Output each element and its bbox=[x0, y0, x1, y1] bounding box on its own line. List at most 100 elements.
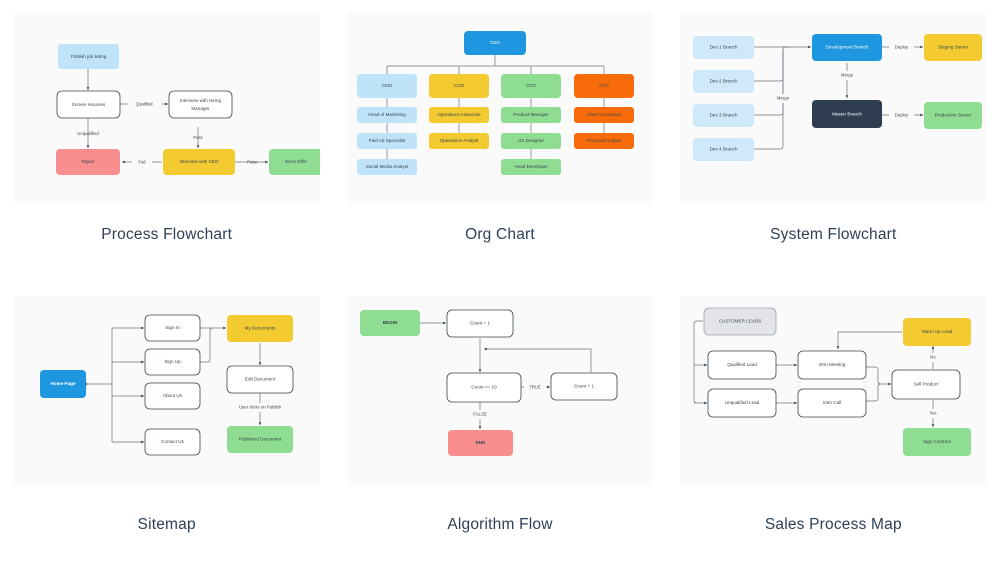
node-interview-with-ceo[interactable]: Interview with CEO bbox=[162, 149, 235, 175]
node-reject[interactable]: Reject bbox=[55, 149, 120, 175]
org-chart-canvas[interactable]: CEO CMO COO CTO CFO bbox=[346, 12, 653, 202]
node-label: Count + 1 bbox=[574, 384, 594, 389]
node-sign-contract[interactable]: Sign Contract bbox=[903, 428, 972, 456]
node-product-manager[interactable]: Product Manager bbox=[500, 107, 561, 123]
node-ceo[interactable]: CEO bbox=[463, 31, 526, 55]
node-cmo[interactable]: CMO bbox=[356, 74, 417, 98]
node-label: END bbox=[476, 440, 486, 445]
node-sell-product[interactable]: Sell Product bbox=[891, 369, 961, 400]
system-flowchart-canvas[interactable]: Dev 1 Branch Dev 2 Branch Dev 3 Branch D… bbox=[680, 12, 987, 202]
node-label: CMO bbox=[382, 83, 393, 88]
node-financial-analyst[interactable]: Financial Analyst bbox=[573, 133, 634, 149]
node-head-of-marketing[interactable]: Head of Marketing bbox=[356, 107, 417, 123]
node-label: Intro Call bbox=[823, 400, 841, 405]
node-label: Head of Marketing bbox=[368, 112, 406, 117]
node-sign-in[interactable]: Sign In bbox=[144, 314, 201, 342]
node-end[interactable]: END bbox=[447, 430, 513, 456]
node-paid-ad-specialist[interactable]: Paid Ad Specialist bbox=[356, 133, 417, 149]
edge-label-merge-dev-master: Merge bbox=[841, 73, 854, 78]
sitemap-canvas[interactable]: Home Page Sign In Sign Up About Us Conta… bbox=[13, 296, 320, 486]
edge-label-deploy-staging: Deploy bbox=[895, 45, 909, 50]
node-dev-4-branch[interactable]: Dev 4 Branch bbox=[693, 138, 755, 161]
node-my-documents[interactable]: My Documents bbox=[226, 315, 293, 342]
node-label: Screen resumes bbox=[71, 102, 105, 107]
node-production-server[interactable]: Production Server bbox=[924, 102, 983, 129]
node-customer-leads[interactable]: CUSTOMER LEADS bbox=[703, 307, 777, 336]
node-count-init[interactable]: Count = 1 bbox=[446, 309, 514, 338]
node-label: Home Page bbox=[50, 381, 75, 386]
node-label: About Us bbox=[163, 393, 183, 398]
diagram-cell-process-flowchart: Publish job listing Screen resumes Inter… bbox=[0, 0, 333, 290]
node-unqualified-lead[interactable]: Unqualified Lead bbox=[707, 388, 777, 418]
node-intro-call[interactable]: Intro Call bbox=[797, 388, 867, 418]
node-label: Production Server bbox=[935, 113, 972, 118]
edge-label-user-clicks-publish: User clicks on Publish bbox=[239, 405, 282, 410]
node-label: Unqualified Lead bbox=[725, 400, 760, 405]
caption-process-flowchart: Process Flowchart bbox=[101, 226, 233, 243]
edge-label-qualified: Qualified bbox=[135, 102, 153, 107]
sales-process-map-canvas[interactable]: CUSTOMER LEADS Qualified Lead Unqualifie… bbox=[680, 296, 987, 486]
node-chief-accountant[interactable]: Chief Accountant bbox=[573, 107, 634, 123]
node-published-document[interactable]: Published Document bbox=[226, 426, 293, 453]
node-label: Dev 4 Branch bbox=[710, 147, 738, 152]
edge-dev4-bus bbox=[753, 50, 784, 150]
edge-label-true: TRUE bbox=[529, 385, 541, 390]
node-master-branch[interactable]: Master Branch bbox=[812, 100, 883, 128]
diagram-cell-sitemap: Home Page Sign In Sign Up About Us Conta… bbox=[0, 290, 333, 578]
node-screen-resumes[interactable]: Screen resumes bbox=[56, 90, 121, 119]
node-dev-2-branch[interactable]: Dev 2 Branch bbox=[693, 70, 755, 93]
edge-label-fail: Fail bbox=[138, 160, 145, 165]
process-flowchart-canvas[interactable]: Publish job listing Screen resumes Inter… bbox=[13, 12, 320, 202]
node-cto[interactable]: CTO bbox=[500, 74, 561, 98]
node-qualified-lead[interactable]: Qualified Lead bbox=[707, 350, 777, 380]
node-social-media-analyst[interactable]: Social Media Analyst bbox=[356, 159, 417, 175]
node-send-offer[interactable]: Send Offer bbox=[268, 149, 320, 175]
node-label: CUSTOMER LEADS bbox=[719, 319, 762, 324]
node-ux-designer[interactable]: UX Designer bbox=[500, 133, 561, 149]
node-coo[interactable]: COO bbox=[428, 74, 489, 98]
node-label: My Documents bbox=[244, 326, 275, 331]
node-label: Interview with CEO bbox=[179, 159, 218, 164]
node-label: Operations Analyst bbox=[440, 138, 479, 143]
edge-signup-join bbox=[199, 327, 213, 363]
node-sign-up[interactable]: Sign Up bbox=[144, 348, 201, 376]
node-label: Dev 3 Branch bbox=[710, 113, 738, 118]
node-label: Operations Associate bbox=[437, 112, 481, 117]
edge-dev3-bus bbox=[753, 50, 784, 116]
edge-label-unqualified: Unqualified bbox=[77, 131, 99, 136]
node-label: Staging Server bbox=[938, 45, 969, 50]
node-label: Sign In bbox=[165, 325, 180, 330]
diagram-cell-system-flowchart: Dev 1 Branch Dev 2 Branch Dev 3 Branch D… bbox=[667, 0, 1000, 290]
node-dev-3-branch[interactable]: Dev 3 Branch bbox=[693, 104, 755, 127]
node-label: COO bbox=[454, 83, 465, 88]
algorithm-flow-canvas[interactable]: BEGIN Count = 1 Count <= 10 Count + 1 EN… bbox=[346, 296, 653, 486]
node-intro-meeting[interactable]: Intro Meeting bbox=[797, 350, 867, 380]
node-staging-server[interactable]: Staging Server bbox=[924, 34, 983, 61]
edge-label-no: No bbox=[931, 355, 937, 360]
node-begin[interactable]: BEGIN bbox=[359, 310, 420, 336]
node-contact-us[interactable]: Contact Us bbox=[144, 428, 201, 456]
node-count-increment[interactable]: Count + 1 bbox=[550, 372, 618, 401]
node-development-branch[interactable]: Development Branch bbox=[812, 34, 883, 61]
node-count-test[interactable]: Count <= 10 bbox=[446, 372, 522, 403]
node-operations-associate[interactable]: Operations Associate bbox=[428, 107, 489, 123]
node-edit-document[interactable]: Edit Document bbox=[226, 365, 294, 394]
edge-inc-loopback bbox=[483, 347, 592, 374]
node-about-us[interactable]: About Us bbox=[144, 382, 201, 410]
node-operations-analyst[interactable]: Operations Analyst bbox=[428, 133, 489, 149]
node-label: CFO bbox=[599, 83, 609, 88]
node-warm-up-lead[interactable]: Warm Up Lead bbox=[903, 318, 972, 346]
edge-label-pass: Pass bbox=[193, 135, 203, 140]
node-head-developer[interactable]: Head Developer bbox=[500, 159, 561, 175]
node-label: Sign Up bbox=[164, 359, 181, 364]
node-label: Financial Analyst bbox=[587, 138, 622, 143]
node-home-page[interactable]: Home Page bbox=[39, 370, 86, 398]
node-cfo[interactable]: CFO bbox=[573, 74, 634, 98]
node-label: Dev 1 Branch bbox=[710, 45, 738, 50]
node-label: Sell Product bbox=[914, 382, 939, 387]
node-dev-1-branch[interactable]: Dev 1 Branch bbox=[693, 36, 755, 59]
node-interview-hiring-manager[interactable]: Interview with Hiring Manager bbox=[168, 90, 233, 119]
caption-sales-process-map: Sales Process Map bbox=[764, 516, 902, 533]
node-publish-job-listing[interactable]: Publish job listing bbox=[57, 44, 119, 69]
